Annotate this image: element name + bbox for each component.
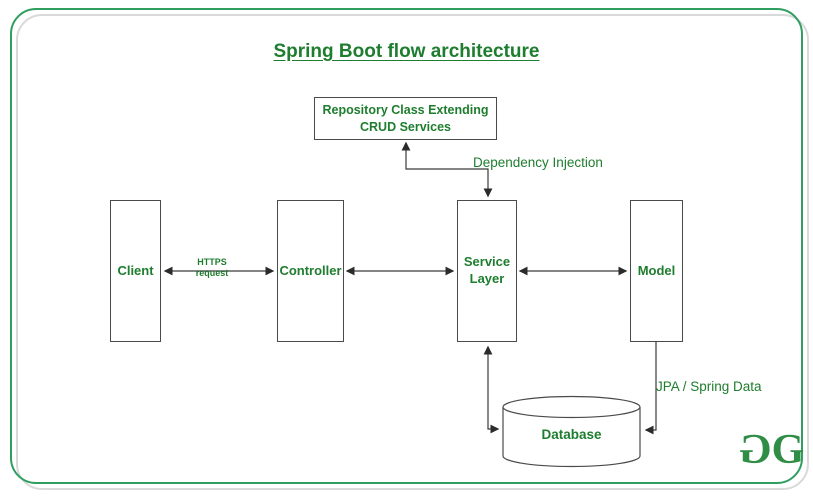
edge-repository-service: [401, 141, 493, 198]
node-repository-label-line2: CRUD Services: [359, 119, 451, 134]
edge-label-jpa-spring-data: JPA / Spring Data: [656, 379, 762, 394]
node-database-label: Database: [541, 427, 602, 442]
edge-service-database: [483, 345, 500, 434]
frame-shadow: [16, 14, 809, 490]
node-model: Model: [630, 200, 683, 342]
logo-g-glyph: G: [771, 427, 805, 473]
logo-g-mirrored-glyph: G: [741, 427, 772, 473]
node-repository: Repository Class Extending CRUD Services: [314, 97, 497, 140]
edge-label-https-line1: HTTPS: [197, 257, 227, 267]
edge-model-database: [644, 342, 657, 435]
diagram-title: Spring Boot flow architecture: [273, 41, 540, 62]
node-controller: Controller: [277, 200, 344, 342]
node-service-layer-label-line2: Layer: [469, 271, 505, 286]
node-client: Client: [110, 200, 161, 342]
edge-label-https-request: HTTPS request: [175, 257, 249, 280]
edge-label-dependency-injection: Dependency Injection: [473, 155, 603, 170]
node-controller-label: Controller: [279, 262, 342, 278]
node-service-layer: Service Layer: [457, 200, 517, 342]
node-client-label: Client: [117, 262, 154, 278]
geeksforgeeks-logo: GG: [741, 427, 805, 473]
edge-label-https-line2: request: [195, 268, 229, 279]
database-cylinder: [502, 395, 641, 468]
node-repository-label-line1: Repository Class Extending: [322, 103, 489, 118]
node-service-layer-label-line1: Service: [463, 254, 511, 270]
frame-border: [10, 8, 803, 484]
node-model-label: Model: [637, 262, 676, 278]
